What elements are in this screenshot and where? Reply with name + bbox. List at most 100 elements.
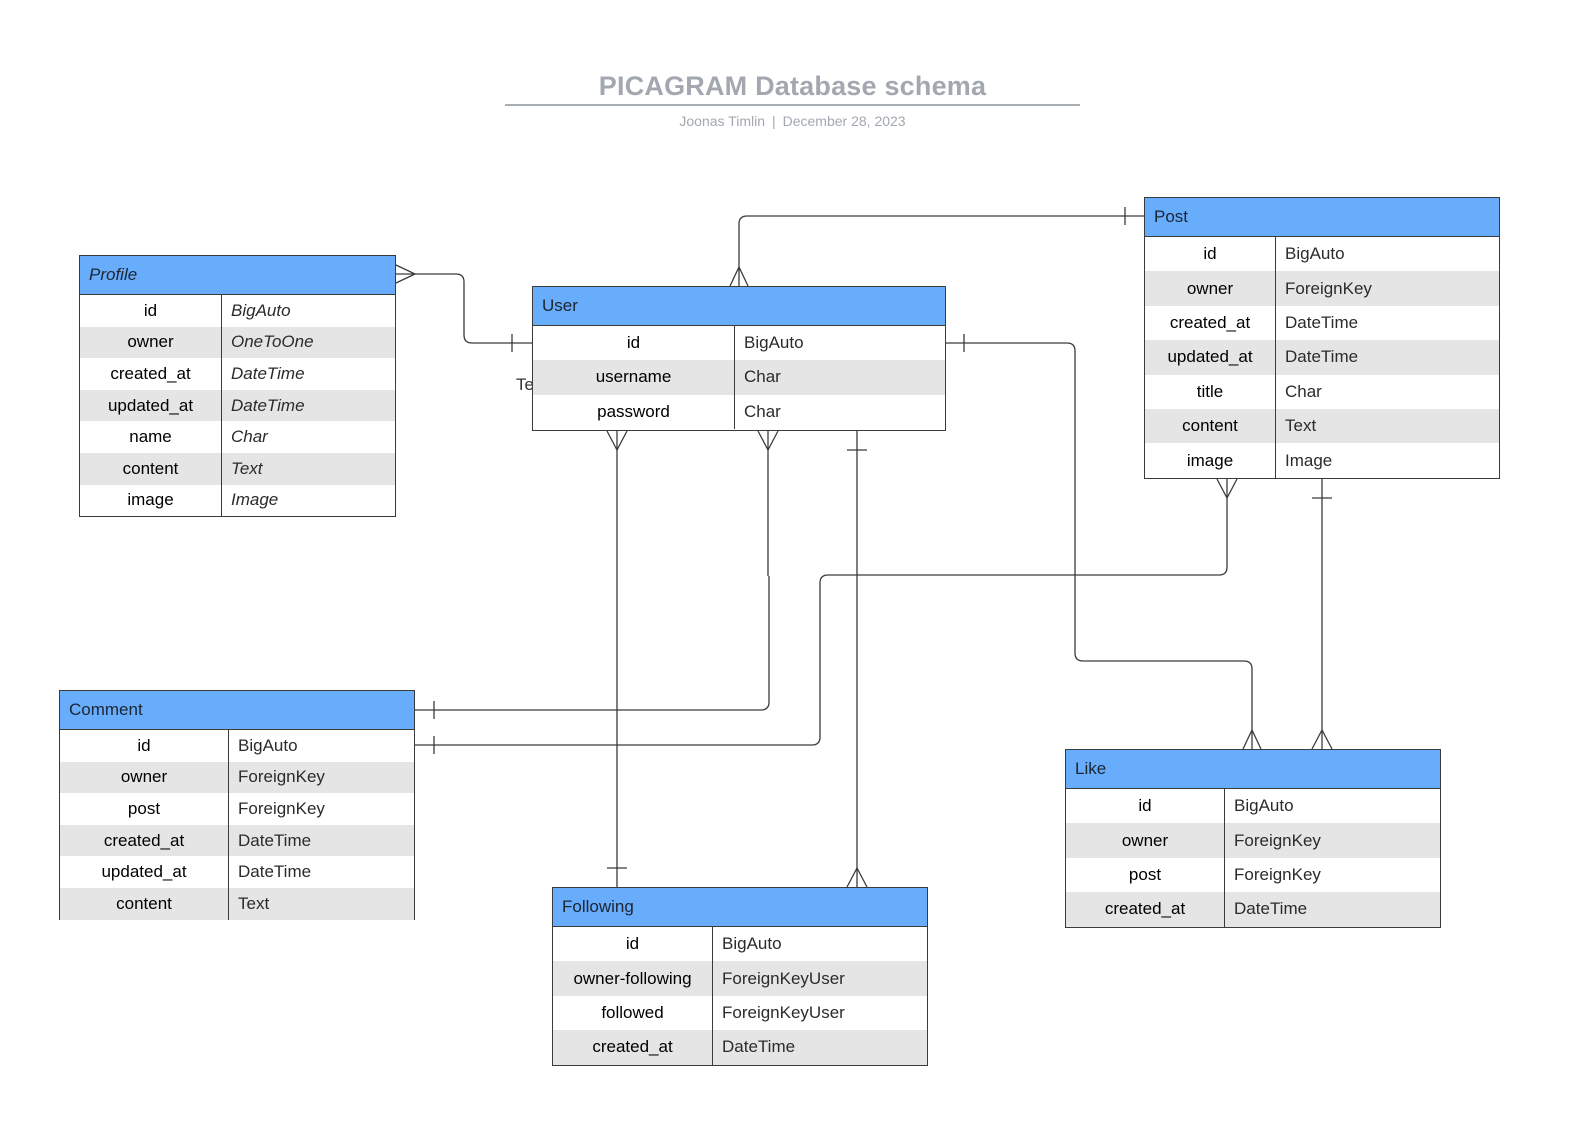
entity-row: created_at DateTime [1066, 892, 1440, 927]
field-type: Image [1285, 450, 1333, 470]
field-name: name [80, 421, 222, 453]
field-type: DateTime [722, 1037, 796, 1057]
crowfoot-user-post [729, 265, 749, 287]
entity-row: owner ForeignKey [1066, 823, 1440, 858]
crowfoot-post-comment [1216, 478, 1238, 500]
connector-post-user [738, 215, 1144, 286]
entity-row: content Text [60, 887, 414, 920]
entity-following-header: Following [553, 888, 927, 927]
crowfoot-profile [395, 264, 417, 284]
field-name: created_at [60, 824, 229, 857]
entity-row: updated_at DateTime [80, 389, 395, 422]
field-name: id [533, 326, 735, 361]
field-type: BigAuto [238, 735, 298, 755]
entity-row: id BigAuto [553, 927, 927, 962]
diagram-title: PICAGRAM Database schema [598, 71, 987, 101]
crowfoot-like-post [1311, 728, 1333, 750]
field-type: DateTime [231, 395, 305, 415]
field-type: Char [744, 401, 781, 421]
entity-profile[interactable]: Profile id BigAuto owner OneToOne created_at… [79, 255, 396, 517]
connector-profile-user [396, 273, 532, 344]
entity-row: image Image [1145, 443, 1499, 478]
field-type: ForeignKey [1234, 864, 1321, 884]
entity-like-header: Like [1066, 750, 1440, 789]
field-type: ForeignKey [1285, 278, 1372, 298]
field-name: image [1145, 443, 1276, 478]
field-name: id [60, 730, 229, 762]
field-name: updated_at [80, 389, 222, 422]
field-type: ForeignKey [238, 767, 325, 787]
field-name: created_at [1145, 305, 1276, 341]
entity-row: post ForeignKey [60, 793, 414, 825]
entity-row: post ForeignKey [1066, 857, 1440, 893]
field-type: Image [231, 490, 279, 510]
crowfoot-following-followed [846, 866, 868, 888]
field-name: owner [60, 761, 229, 794]
field-name: owner [80, 326, 222, 359]
entity-profile-header: Profile [80, 256, 395, 295]
title-underline [505, 104, 1080, 106]
field-type: ForeignKey [238, 798, 325, 818]
field-name: post [1066, 857, 1225, 893]
connector-user-comment [415, 431, 770, 711]
connector-post-comment [415, 479, 1228, 746]
field-name: created_at [80, 358, 222, 390]
entity-row: password Char [533, 394, 945, 429]
field-type: BigAuto [722, 934, 782, 954]
entity-row: created_at DateTime [80, 358, 395, 390]
field-type: BigAuto [231, 300, 291, 320]
field-type: BigAuto [1234, 796, 1294, 816]
field-type: BigAuto [1285, 244, 1345, 264]
entity-row: id BigAuto [60, 730, 414, 762]
field-name: followed [553, 995, 713, 1031]
diagram-subtitle: Joonas Timlin | December 28, 2023 [505, 113, 1080, 129]
field-type: Char [744, 367, 781, 387]
field-name: password [533, 394, 735, 429]
field-type: BigAuto [744, 333, 804, 353]
field-name: title [1145, 374, 1276, 409]
crowfoot-like-user [1242, 728, 1262, 750]
subtitle-separator: | [771, 113, 776, 129]
field-type: DateTime [1234, 899, 1308, 919]
field-type: OneToOne [231, 332, 314, 352]
field-name: image [80, 484, 222, 517]
field-type: Char [1285, 381, 1322, 401]
field-type: Text [231, 458, 263, 478]
field-name: id [1145, 237, 1276, 272]
entity-row: image Image [80, 484, 395, 517]
date-label: December 28, 2023 [782, 113, 906, 129]
field-name: post [60, 793, 229, 825]
field-name: created_at [1066, 892, 1225, 927]
entity-row: owner OneToOne [80, 326, 395, 359]
field-name: id [553, 927, 713, 962]
field-name: content [60, 887, 229, 920]
field-name: owner [1066, 823, 1225, 858]
entity-row: created_at DateTime [60, 824, 414, 857]
field-name: id [80, 295, 222, 327]
field-type: DateTime [231, 363, 305, 383]
field-type: DateTime [238, 862, 312, 882]
entity-row: title Char [1145, 374, 1499, 409]
entity-row: id BigAuto [533, 326, 945, 361]
field-name: id [1066, 789, 1225, 824]
field-type: ForeignKey [1234, 830, 1321, 850]
field-name: owner-following [553, 961, 713, 996]
field-type: Text [1285, 416, 1317, 436]
author-label: Joonas Timlin [679, 113, 765, 129]
field-type: DateTime [238, 830, 312, 850]
crowfoot-user-comment [757, 430, 779, 452]
crowfoot-user-following [606, 430, 628, 452]
field-type: Text [238, 893, 270, 913]
